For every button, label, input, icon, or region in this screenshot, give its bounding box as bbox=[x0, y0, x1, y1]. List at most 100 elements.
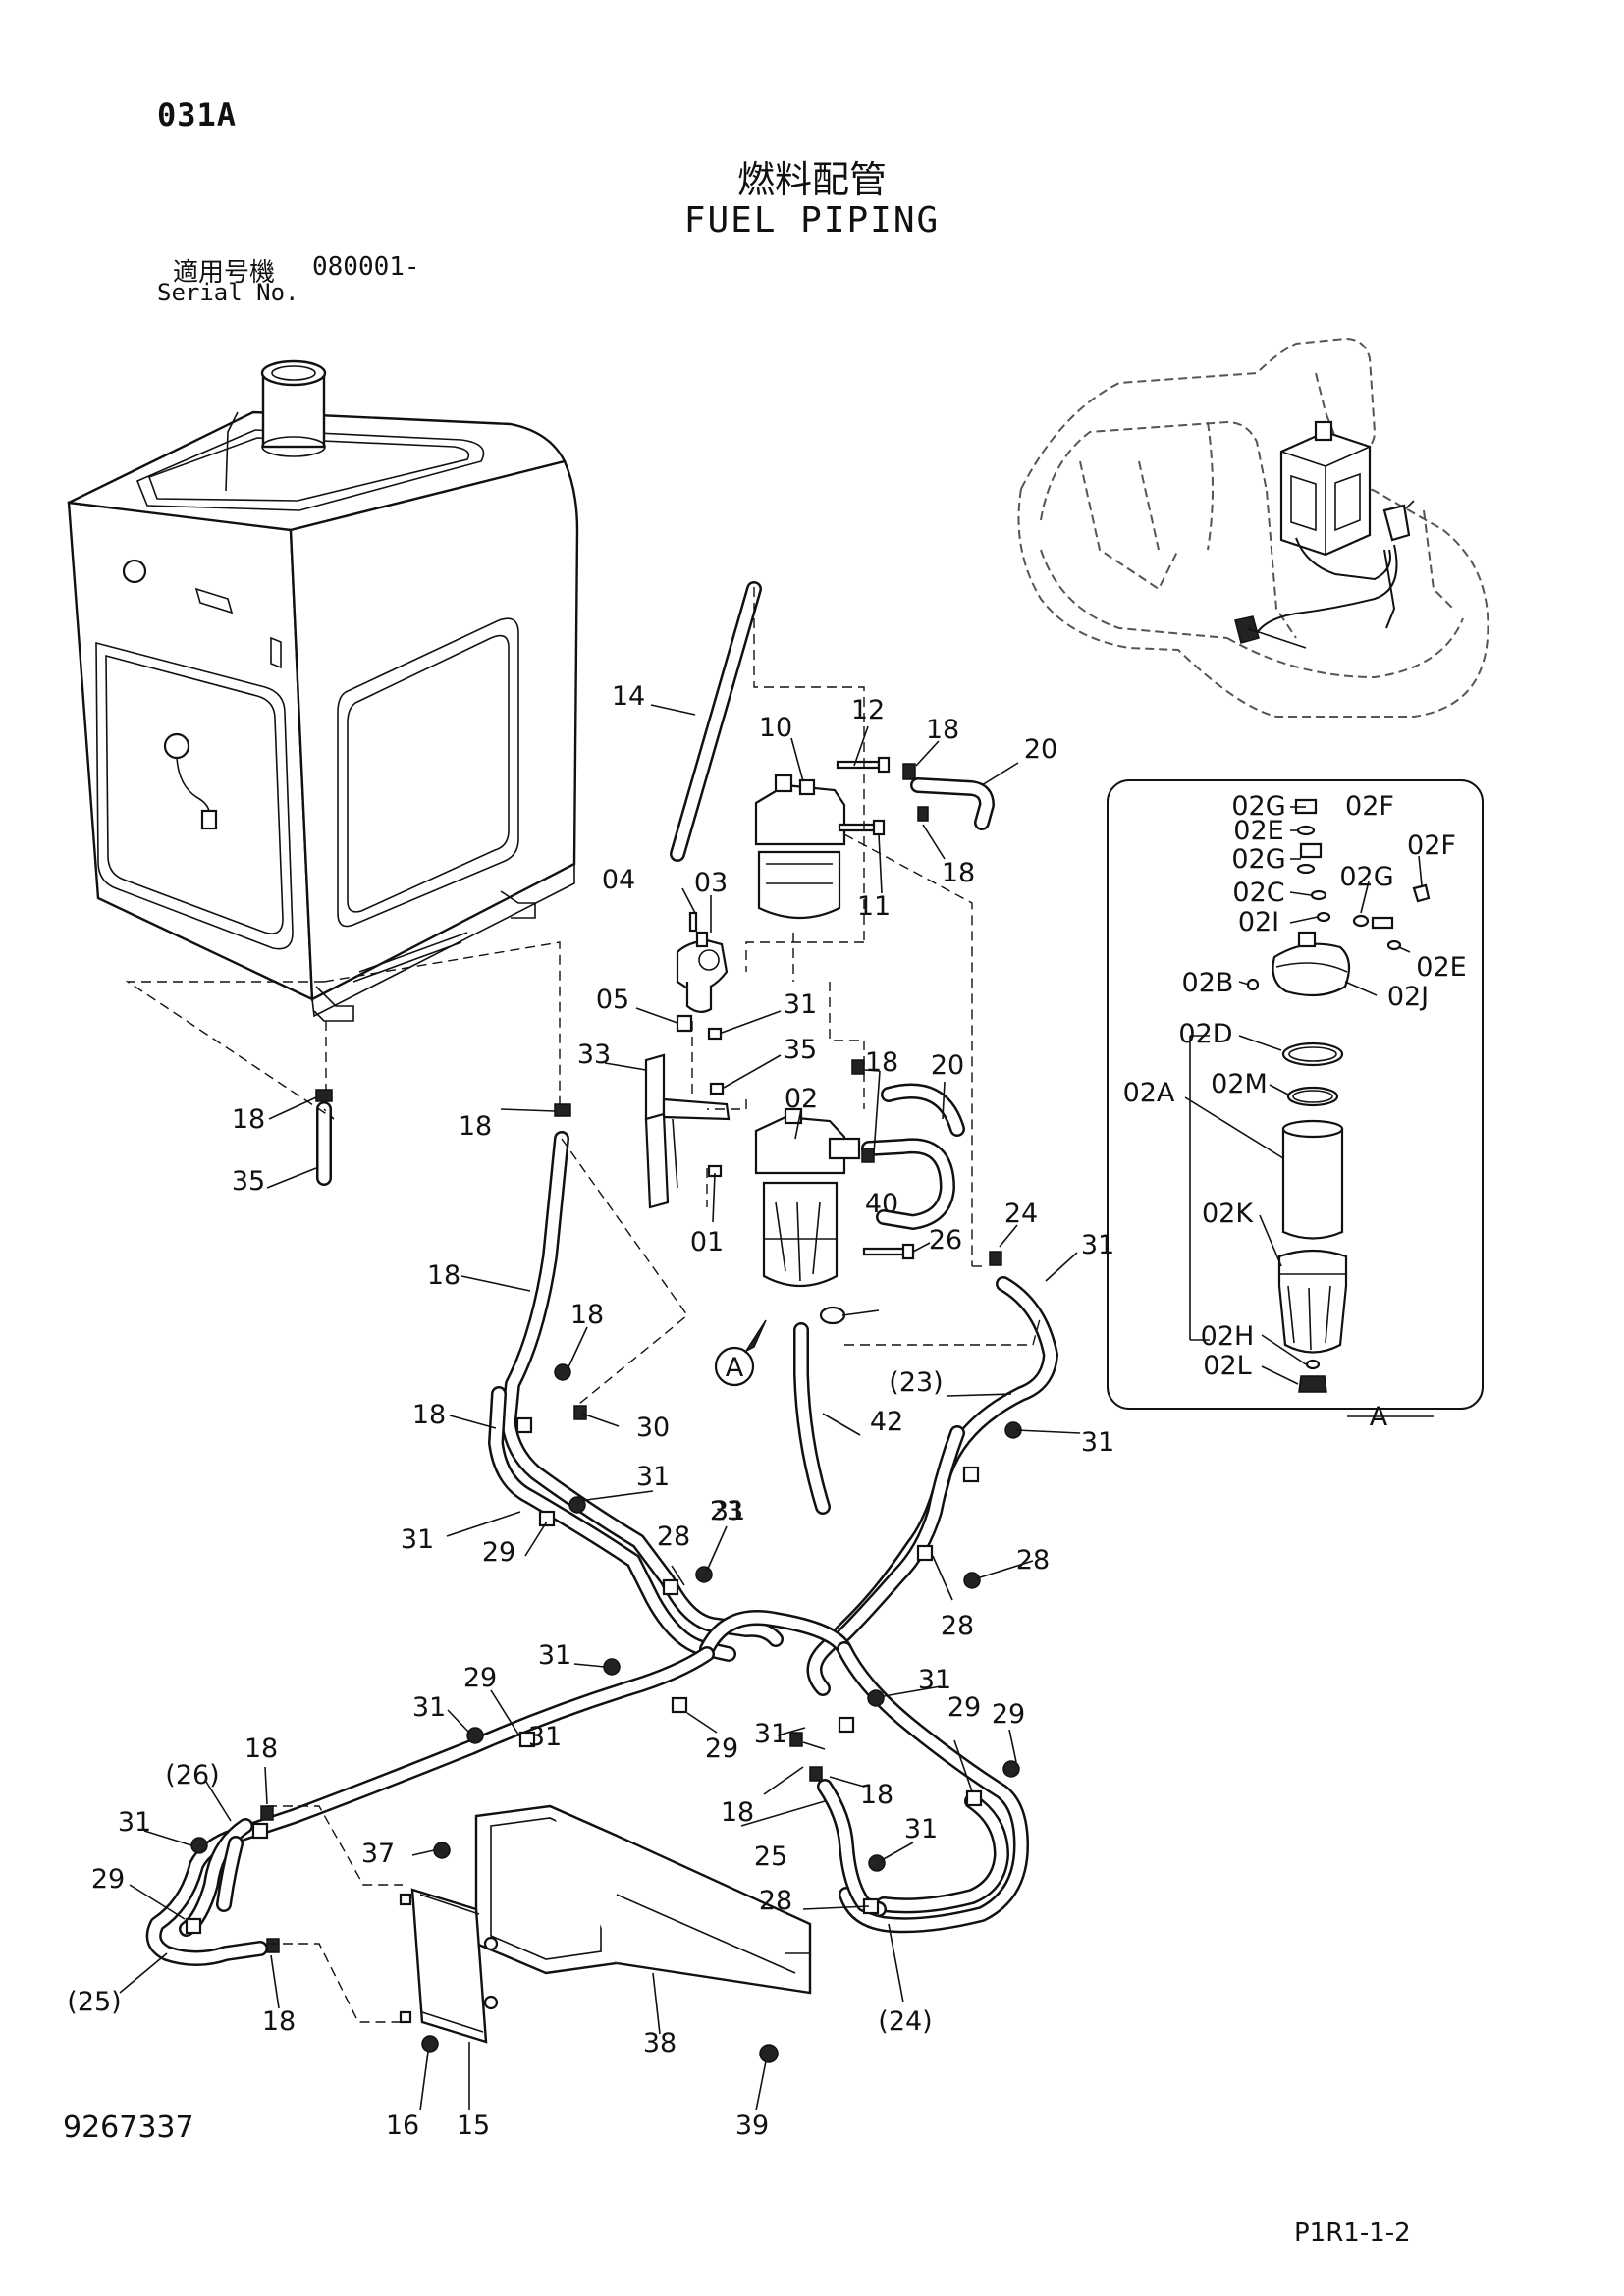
cover-15 bbox=[410, 1888, 499, 2044]
detail-marker-label: A bbox=[726, 1353, 744, 1383]
callout-label: 31 bbox=[636, 1462, 670, 1492]
callout-label: 33 bbox=[577, 1040, 611, 1070]
callout-label: 15 bbox=[457, 2110, 490, 2141]
callout-label: 39 bbox=[735, 2110, 769, 2141]
callout-label: 18 bbox=[427, 1260, 460, 1291]
callout-label: 18 bbox=[244, 1734, 278, 1764]
callout-label: 18 bbox=[942, 858, 975, 888]
drawing-number: 9267337 bbox=[63, 2110, 194, 2145]
callout-label: 31 bbox=[412, 1692, 446, 1723]
callout-label: 02 bbox=[785, 1084, 818, 1114]
detail-view-title: A bbox=[1370, 1402, 1388, 1432]
detail-part-label: 02F bbox=[1345, 791, 1394, 822]
bolt-01 bbox=[862, 1247, 907, 1256]
callout-label: 18 bbox=[459, 1111, 492, 1142]
detail-part-label: 02J bbox=[1387, 982, 1429, 1012]
assembly-guide-lines bbox=[125, 587, 1042, 2023]
callout-label: 18 bbox=[926, 715, 959, 745]
callout-label: (26) bbox=[165, 1760, 219, 1790]
callout-label: 31 bbox=[904, 1814, 938, 1844]
callout-label: 31 bbox=[784, 989, 817, 1020]
bolt-37 bbox=[433, 1842, 451, 1859]
page-title-japanese: 燃料配管 bbox=[736, 158, 887, 201]
leader-lines bbox=[119, 704, 1434, 2111]
callout-label: 12 bbox=[851, 695, 885, 725]
serial-label: Serial No. bbox=[157, 279, 299, 306]
serial-label-japanese: 適用号機 bbox=[173, 258, 276, 288]
callout-label: 29 bbox=[992, 1699, 1025, 1730]
filter-02 bbox=[754, 1107, 861, 1287]
callout-label: 05 bbox=[596, 985, 629, 1015]
callout-label: 28 bbox=[1016, 1545, 1050, 1575]
detail-part-label: 02G bbox=[1231, 844, 1285, 875]
callout-label: 31 bbox=[712, 1496, 745, 1526]
detail-part-label: 02E bbox=[1233, 816, 1283, 846]
callout-label: 01 bbox=[690, 1227, 724, 1257]
bolt-04 bbox=[688, 911, 698, 933]
callout-label: 20 bbox=[931, 1050, 964, 1081]
callout-label: 29 bbox=[947, 1692, 981, 1723]
detail-part-label: 02L bbox=[1203, 1351, 1251, 1381]
hose-assembly bbox=[145, 1131, 1058, 1966]
callout-label: 18 bbox=[865, 1047, 898, 1078]
bolt-12 bbox=[836, 760, 881, 770]
callout-label: 20 bbox=[1024, 734, 1057, 765]
part-05 bbox=[676, 1014, 693, 1033]
page-code: 031A bbox=[157, 96, 238, 133]
callout-label: 29 bbox=[705, 1734, 738, 1764]
detail-part-label: 02F bbox=[1407, 830, 1456, 861]
callout-label: 24 bbox=[1004, 1199, 1038, 1229]
callout-label: 42 bbox=[870, 1407, 903, 1437]
detail-part-label: 02H bbox=[1201, 1321, 1255, 1352]
bolts-31 bbox=[190, 1251, 1022, 1953]
callout-label: 31 bbox=[528, 1722, 562, 1752]
callout-label: (25) bbox=[67, 1987, 121, 2017]
callout-label: (24) bbox=[878, 2006, 932, 2037]
detail-part-label: 02I bbox=[1238, 907, 1279, 937]
fuel-tank bbox=[67, 359, 579, 1022]
bolt-39 bbox=[759, 2044, 779, 2063]
filter-10 bbox=[754, 774, 846, 920]
detail-part-label: 02G bbox=[1231, 791, 1285, 822]
callout-label: (23) bbox=[889, 1367, 943, 1398]
detail-part-label: 02D bbox=[1178, 1019, 1232, 1049]
callout-label: 31 bbox=[754, 1719, 787, 1749]
detail-part-label: 02B bbox=[1182, 968, 1234, 998]
callout-label: 23 bbox=[710, 1496, 743, 1526]
detail-part-label: 02G bbox=[1339, 862, 1393, 892]
callout-label: 35 bbox=[784, 1035, 817, 1065]
callout-label: 18 bbox=[860, 1780, 893, 1810]
callout-label: 04 bbox=[602, 865, 635, 895]
callout-label: 28 bbox=[657, 1522, 690, 1552]
page-reference: P1R1-1-2 bbox=[1294, 2218, 1411, 2248]
callout-label: 11 bbox=[857, 891, 891, 922]
serial-number: 080001- bbox=[312, 252, 420, 282]
page-title: FUEL PIPING bbox=[683, 200, 941, 240]
callout-label: 31 bbox=[401, 1524, 434, 1555]
callout-label: 31 bbox=[538, 1640, 571, 1671]
bolt-11 bbox=[838, 823, 878, 832]
callout-label: 26 bbox=[929, 1225, 962, 1255]
callout-label: 28 bbox=[941, 1611, 974, 1641]
callout-label: 10 bbox=[759, 713, 792, 743]
callout-label: 18 bbox=[570, 1300, 604, 1330]
callout-label: 31 bbox=[1081, 1230, 1114, 1260]
callout-label: 31 bbox=[118, 1807, 151, 1838]
callout-label: 18 bbox=[232, 1104, 265, 1135]
detail-view-a bbox=[1107, 779, 1484, 1410]
detail-part-label: 02K bbox=[1202, 1199, 1254, 1229]
callout-label: 14 bbox=[612, 681, 645, 712]
callout-label: 16 bbox=[386, 2110, 419, 2141]
callout-label: 40 bbox=[865, 1189, 898, 1219]
callout-label: 37 bbox=[361, 1839, 395, 1869]
detail-part-label: 02M bbox=[1211, 1069, 1268, 1099]
callout-label: 29 bbox=[91, 1864, 125, 1895]
detail-part-label: 02C bbox=[1232, 878, 1284, 908]
detail-part-label: 02A bbox=[1123, 1078, 1175, 1108]
detail-part-label: 02E bbox=[1416, 952, 1466, 983]
callout-label: 30 bbox=[636, 1413, 670, 1443]
callout-label: 03 bbox=[694, 868, 728, 898]
callout-label: 31 bbox=[1081, 1427, 1114, 1458]
